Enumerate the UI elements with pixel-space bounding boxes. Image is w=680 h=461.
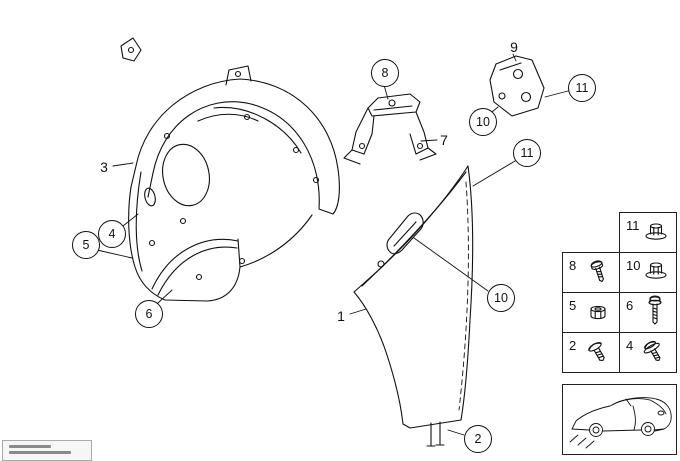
legend-label: 5 xyxy=(569,298,577,313)
car-thumbnail xyxy=(569,397,672,449)
legend-label: 11 xyxy=(626,218,640,233)
callout-4[interactable]: 4 xyxy=(98,220,126,248)
legend-cell-2[interactable]: 2 xyxy=(562,332,620,373)
clip-part-art xyxy=(120,37,142,62)
callout-5[interactable]: 5 xyxy=(72,231,100,259)
washer-screw-icon xyxy=(643,340,661,362)
legend-label: 2 xyxy=(569,338,577,353)
legend-cell-4[interactable]: 4 xyxy=(619,332,677,373)
callout-10-bracket[interactable]: 10 xyxy=(469,108,497,136)
callout-3[interactable]: 3 xyxy=(100,159,108,175)
legend-label: 10 xyxy=(626,258,641,273)
callout-1[interactable]: 1 xyxy=(337,308,345,324)
callout-6[interactable]: 6 xyxy=(135,300,163,328)
legend-label: 4 xyxy=(626,338,634,353)
flange-nut-icon xyxy=(645,223,667,240)
legend-cell-8[interactable]: 8 xyxy=(562,252,620,293)
watermark-box xyxy=(2,440,92,461)
callout-7[interactable]: 7 xyxy=(440,132,448,148)
car-location-box xyxy=(562,384,677,455)
hex-nut-icon xyxy=(590,305,606,320)
legend-cell-6[interactable]: 6 xyxy=(619,292,677,333)
corner-bracket-art xyxy=(489,55,545,117)
legend-label: 8 xyxy=(569,258,577,273)
flange-nut-icon xyxy=(645,262,667,279)
wheel-arch-liner-art xyxy=(128,65,340,302)
legend-cell-11[interactable]: 11 xyxy=(619,212,677,253)
machine-screw-icon xyxy=(590,260,604,283)
mounting-bracket-art xyxy=(343,93,437,165)
callout-2[interactable]: 2 xyxy=(464,425,492,453)
legend-cell-5[interactable]: 5 xyxy=(562,292,620,333)
side-panel-art xyxy=(353,165,474,447)
callout-10-panel[interactable]: 10 xyxy=(487,284,515,312)
callout-9[interactable]: 9 xyxy=(510,39,518,55)
leader-lines xyxy=(96,53,569,436)
callout-8[interactable]: 8 xyxy=(371,59,399,87)
legend-cell-10[interactable]: 10 xyxy=(619,252,677,293)
callout-11-panel[interactable]: 11 xyxy=(513,139,541,167)
legend-label: 6 xyxy=(626,298,634,313)
long-screw-icon xyxy=(648,295,662,325)
pan-head-screw-icon xyxy=(588,341,605,362)
callout-11-bracket[interactable]: 11 xyxy=(568,74,596,102)
legend-icons xyxy=(588,223,667,362)
